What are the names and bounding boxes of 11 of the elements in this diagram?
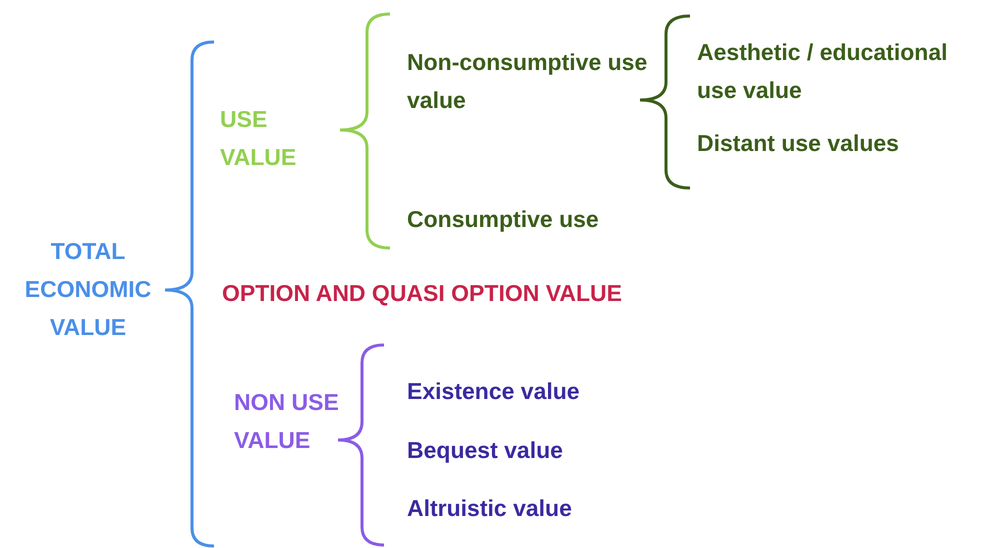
category-label: Distant use values: [697, 129, 900, 158]
category-label: OPTION AND QUASI OPTION VALUE: [222, 279, 623, 308]
category-label: USE VALUE: [220, 105, 298, 172]
category-label: Altruistic value: [407, 494, 573, 523]
category-label: Consumptive use: [407, 205, 600, 234]
category-label: TOTAL ECONOMIC VALUE: [24, 237, 152, 342]
category-label: Existence value: [407, 377, 581, 406]
category-label: Bequest value: [407, 436, 564, 465]
category-label: Aesthetic / educational use value: [697, 38, 949, 105]
category-label: Non-consumptive use value: [407, 48, 648, 115]
category-label: NON USE VALUE: [234, 388, 340, 455]
